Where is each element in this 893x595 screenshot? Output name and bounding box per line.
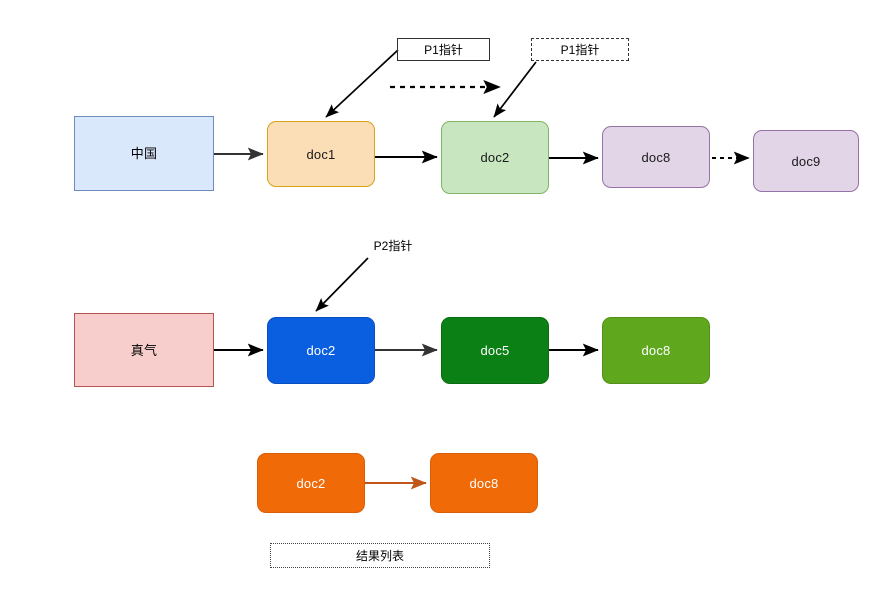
node-result-doc8[interactable]: doc8 bbox=[430, 453, 538, 513]
label-p2-pointer[interactable]: P2指针 bbox=[355, 236, 431, 254]
label-result-list-caption[interactable]: 结果列表 bbox=[270, 543, 490, 568]
node-label: doc8 bbox=[641, 343, 671, 358]
connector-p1-dashed-to-doc2 bbox=[493, 61, 537, 118]
node-head-zhenqi[interactable]: 真气 bbox=[74, 313, 214, 387]
node-label: doc8 bbox=[469, 475, 499, 491]
node-row1-doc2[interactable]: doc2 bbox=[441, 121, 549, 194]
label-text: P1指针 bbox=[424, 43, 463, 57]
label-p1-pointer-solid[interactable]: P1指针 bbox=[397, 38, 490, 61]
label-text: 结果列表 bbox=[355, 549, 404, 563]
node-result-doc2[interactable]: doc2 bbox=[257, 453, 365, 513]
node-row2-doc5[interactable]: doc5 bbox=[441, 317, 549, 384]
label-text: P1指针 bbox=[560, 43, 600, 57]
node-row1-doc9[interactable]: doc9 bbox=[753, 130, 859, 192]
label-text: P2指针 bbox=[373, 238, 413, 253]
node-row2-doc2[interactable]: doc2 bbox=[267, 317, 375, 384]
label-p1-pointer-dashed[interactable]: P1指针 bbox=[531, 38, 629, 61]
node-row2-doc8[interactable]: doc8 bbox=[602, 317, 710, 384]
node-label: 真气 bbox=[130, 342, 158, 358]
connector-p2-to-doc2 bbox=[315, 257, 369, 312]
node-label: doc2 bbox=[480, 150, 510, 165]
node-label: doc1 bbox=[306, 146, 336, 162]
node-row1-doc1[interactable]: doc1 bbox=[267, 121, 375, 187]
node-label: doc8 bbox=[641, 149, 671, 165]
node-head-china[interactable]: 中国 bbox=[74, 116, 214, 191]
node-row1-doc8[interactable]: doc8 bbox=[602, 126, 710, 188]
node-label: doc2 bbox=[306, 343, 336, 358]
node-label: 中国 bbox=[130, 146, 158, 161]
node-label: doc9 bbox=[791, 153, 821, 169]
node-label: doc5 bbox=[480, 343, 510, 358]
node-label: doc2 bbox=[296, 475, 326, 491]
connector-p1-solid-to-doc1 bbox=[325, 49, 399, 118]
